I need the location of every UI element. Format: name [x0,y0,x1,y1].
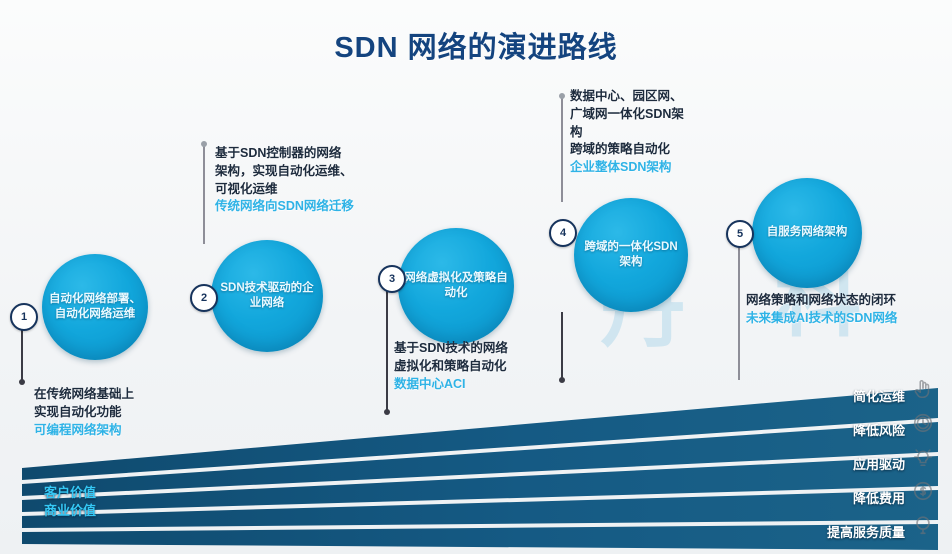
step-5-number: 5 [736,228,744,240]
step-1-highlight: 可编程网络架构 [34,422,122,437]
step-2-marker[interactable]: 2 [190,284,218,312]
step-5-bubble-label: 自服务网络架构 [766,226,848,239]
step-3-marker[interactable]: 3 [378,265,406,293]
step-5-highlight: 未来集成AI技术的SDN网络 [746,310,898,325]
step-5-bubble[interactable]: 自服务网络架构 [752,178,862,288]
step-4-desc-line-2: 广域网一体化SDN架 [570,106,684,121]
step-1-bubble-label: 自动化网络部署、自动化网络运维 [49,292,141,320]
step-1-description: 在传统网络基础上 实现自动化功能 可编程网络架构 [34,386,214,439]
step-4-bubble-label: 跨域的一体化SDN架构 [584,240,678,268]
step-4-marker[interactable]: 4 [549,219,577,247]
step-1-desc-line-2: 实现自动化功能 [34,404,122,419]
step-2-desc-line-2: 架构，实现自动化运维、 [215,163,353,178]
lightbulb-icon [912,446,934,468]
dollar-coin-icon [912,480,934,502]
clock-icon [912,412,934,434]
step-1-desc-line-1: 在传统网络基础上 [34,387,135,401]
step-4-desc-line-3: 构 [570,124,583,139]
step-4-description: 数据中心、园区网、 广域网一体化SDN架 构 跨域的策略自动化 企业整体SDN架… [570,88,760,177]
step-4-bubble[interactable]: 跨域的一体化SDN架构 [574,198,688,312]
benefit-label-2: 降低风险 [852,423,905,438]
step-4-connector-top [559,93,565,202]
speech-balloon-icon [912,514,934,536]
value-fan-chart [22,388,938,550]
fan-value-label-2: 商业价值 [44,503,97,518]
step-3-highlight: 数据中心ACI [394,376,466,391]
step-5-marker[interactable]: 5 [726,220,754,248]
fan-value-label-1: 客户价值 [44,485,97,500]
benefit-label-4: 降低费用 [852,491,905,506]
fan-band-2 [22,422,938,496]
step-3-desc-line-2: 虚拟化和策略自动化 [394,358,507,373]
step-3-connector [384,289,390,415]
step-3-number: 3 [388,273,396,285]
step-5-connector [736,223,742,380]
step-1-connector [19,327,25,385]
step-1-bubble[interactable]: 自动化网络部署、自动化网络运维 [42,254,148,360]
step-2-connector [201,141,207,244]
step-5-description: 网络策略和网络状态的闭环 未来集成AI技术的SDN网络 [746,292,946,328]
fan-band-1 [22,388,938,480]
step-4-connector-bottom [559,312,565,383]
benefit-label-5: 提高服务质量 [826,525,905,540]
step-2-bubble-label: SDN技术驱动的企业网络 [220,281,314,309]
step-2-highlight: 传统网络向SDN网络迁移 [215,199,354,214]
step-3-bubble-label: 网络虚拟化及策略自动化 [404,271,508,299]
fan-band-3 [22,456,938,512]
step-2-number: 2 [200,292,208,304]
step-5-desc-line-1: 网络策略和网络状态的闭环 [746,293,897,307]
step-3-bubble[interactable]: 网络虚拟化及策略自动化 [398,228,514,344]
step-2-description: 基于SDN控制器的网络 架构，实现自动化运维、 可视化运维 传统网络向SDN网络… [215,145,405,216]
step-2-desc-line-1: 基于SDN控制器的网络 [215,146,342,160]
fan-band-5 [22,524,938,550]
step-1-number: 1 [20,311,28,323]
step-2-desc-line-3: 可视化运维 [215,181,278,196]
benefit-label-3: 应用驱动 [852,457,905,472]
step-2-bubble[interactable]: SDN技术驱动的企业网络 [211,240,323,352]
step-4-desc-line-1: 数据中心、园区网、 [570,89,683,103]
step-3-description: 基于SDN技术的网络 虚拟化和策略自动化 数据中心ACI [394,340,584,393]
step-1-marker[interactable]: 1 [10,303,38,331]
benefit-label-1: 简化运维 [852,389,905,404]
step-4-desc-line-4: 跨域的策略自动化 [570,142,671,157]
fan-band-4 [22,490,938,528]
page-title: SDN 网络的演进路线 [334,32,618,64]
step-4-number: 4 [559,227,567,239]
step-3-desc-line-1: 基于SDN技术的网络 [394,341,508,355]
hand-pointer-icon [912,378,934,400]
step-4-highlight: 企业整体SDN架构 [570,160,672,174]
